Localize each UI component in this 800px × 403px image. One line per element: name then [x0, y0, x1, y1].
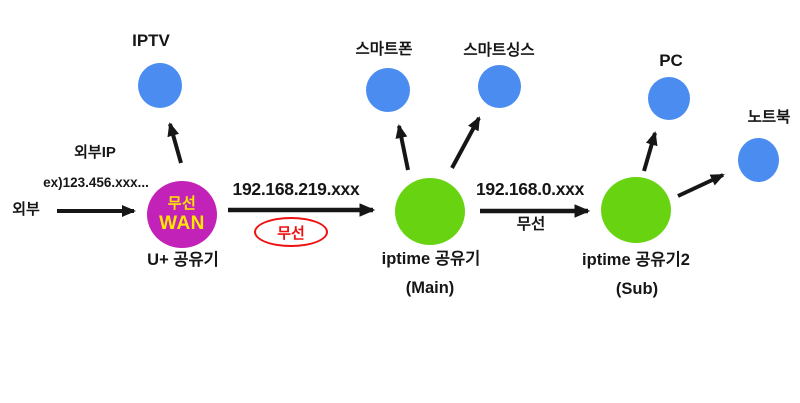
main-to-sub-wireless-label: 무선: [516, 216, 546, 233]
smartthings-label: 스마트싱스: [463, 42, 535, 59]
smartthings-node: [478, 65, 521, 108]
wan-router-label-wireless: 무선: [167, 194, 197, 212]
arrow-wan-to-iptv: [167, 122, 183, 164]
external-label: 외부: [12, 201, 40, 218]
sub-router-caption: iptime 공유기2: [582, 251, 690, 269]
external-ip-label: 외부IP: [74, 144, 116, 161]
external-ip-example: ex)123.456.xxx...: [43, 175, 149, 190]
wan-to-main-ip-label: 192.168.219.xxx: [232, 179, 360, 199]
sub-router-subcaption: (Sub): [615, 280, 659, 298]
main-to-sub-ip-label: 192.168.0.xxx: [475, 179, 584, 199]
wan-router-node: 무선 WAN: [147, 181, 217, 248]
iptv-node: [138, 63, 182, 108]
main-router-subcaption: (Main): [405, 279, 455, 297]
sub-router-node: [601, 177, 671, 243]
iptv-label: IPTV: [132, 31, 170, 50]
pc-node: [648, 77, 690, 120]
arrow-sub-to-pc: [642, 131, 658, 172]
smartphone-label: 스마트폰: [355, 41, 413, 58]
pc-label: PC: [659, 51, 683, 70]
wireless-badge-label: 무선: [277, 224, 305, 242]
smartphone-node: [366, 68, 410, 112]
arrow-sub-to-laptop: [677, 173, 725, 198]
arrow-main-to-smartphone: [395, 124, 410, 171]
main-router-node: [395, 178, 465, 245]
main-router-caption: iptime 공유기: [381, 250, 481, 268]
wan-router-label-wan: WAN: [159, 213, 205, 235]
laptop-label: 노트북: [747, 109, 791, 126]
arrow-main-to-smartthings: [450, 116, 481, 169]
wireless-badge: 무선: [254, 217, 328, 247]
laptop-node: [738, 138, 779, 182]
wan-router-caption: U+ 공유기: [147, 251, 219, 269]
